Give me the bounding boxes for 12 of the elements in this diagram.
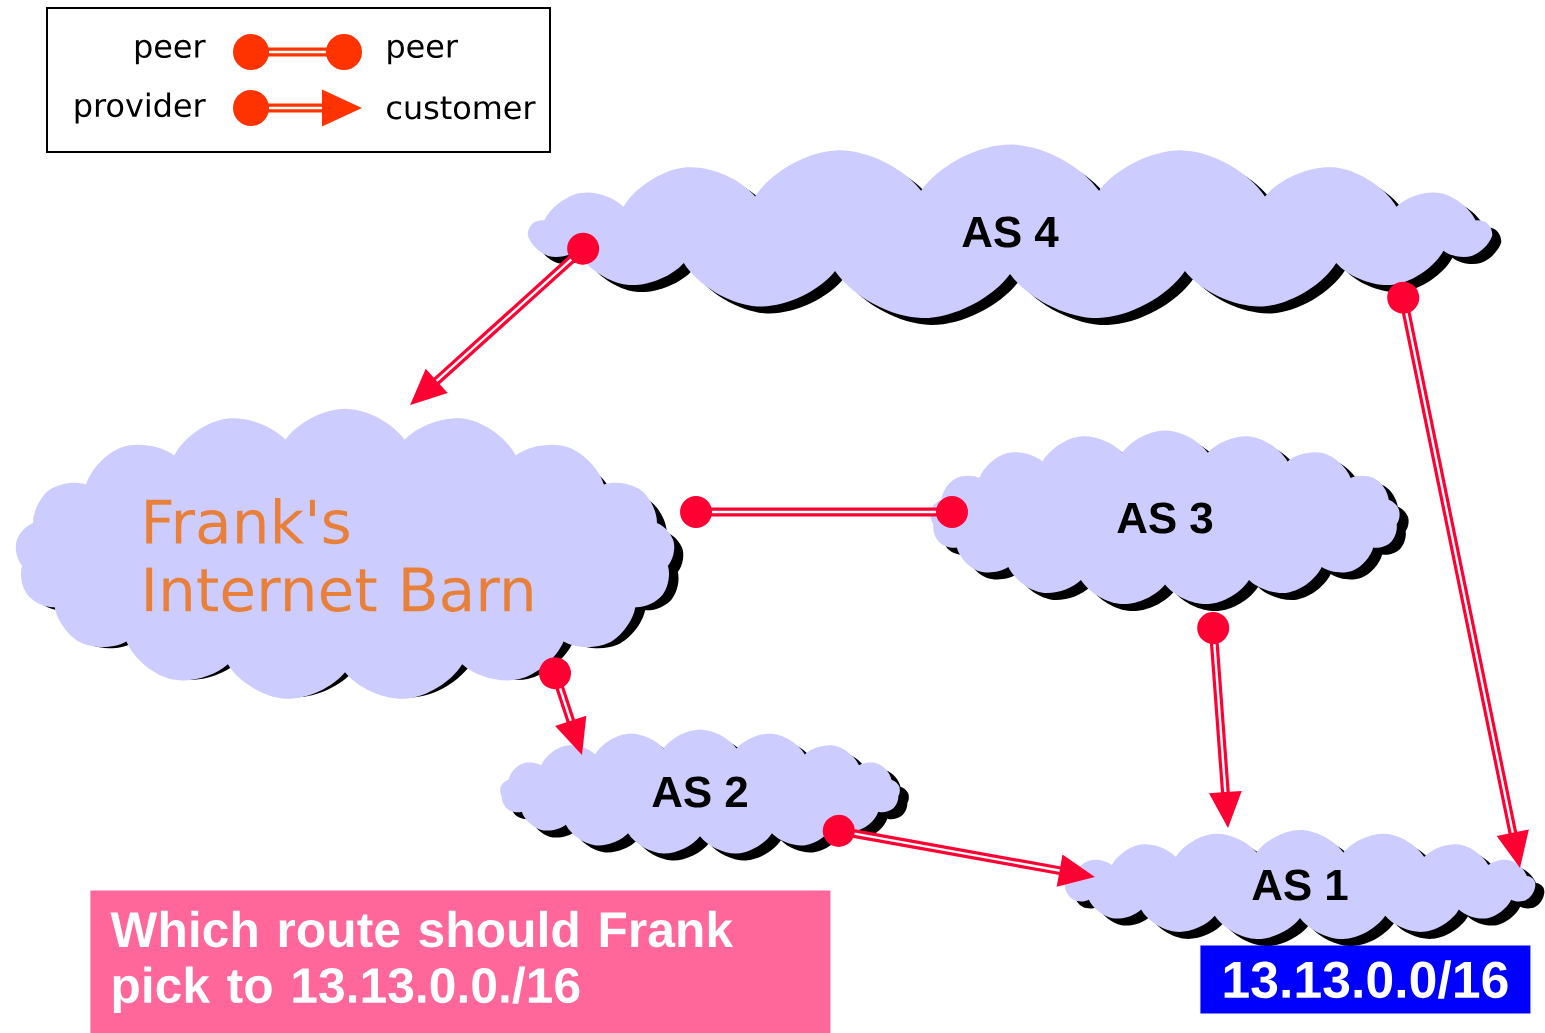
prefix-label: 13.13.0.0/16	[1200, 945, 1531, 1014]
cloud: AS 3	[930, 430, 1409, 612]
legend-label: provider	[75, 92, 206, 124]
legend-label: peer	[135, 39, 206, 65]
arrow	[680, 496, 968, 528]
cloud: AS 2	[500, 729, 909, 861]
cloud: Frank's Internet Barn	[15, 408, 684, 699]
cloud: AS 4	[527, 144, 1502, 326]
legend-label: peer	[388, 39, 458, 65]
cloud: AS 1	[1064, 830, 1545, 947]
legend-label: customer	[387, 96, 536, 120]
question-box: Which route should Frank pick to 13.13.0.0./16	[90, 890, 831, 1033]
